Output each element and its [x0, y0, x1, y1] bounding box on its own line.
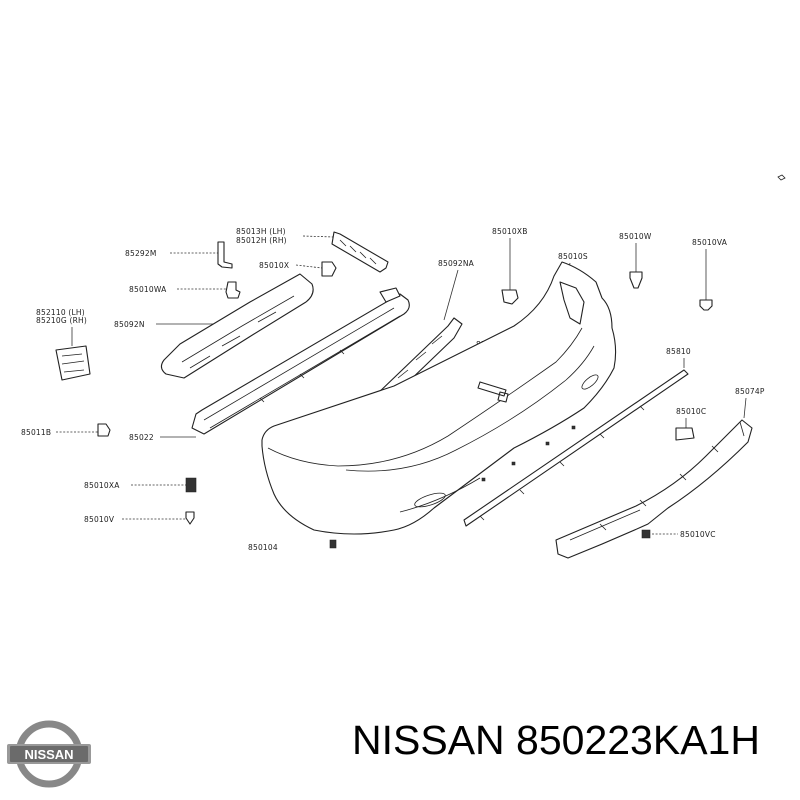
part-85010V-clip [185, 511, 195, 525]
leader-85092NA [443, 269, 459, 321]
label-85022: 85022 [129, 433, 154, 442]
part-850104-fastener [329, 539, 337, 549]
label-85010VC: 85010VC [680, 530, 716, 539]
part-85010W-clip [629, 271, 643, 289]
logo-text: NISSAN [24, 747, 73, 762]
part-85022-reflector-right [581, 374, 599, 390]
nissan-logo: NISSAN [7, 720, 91, 788]
part-85092N-detail [181, 295, 295, 369]
label-85010V: 85010V [84, 515, 115, 524]
corner-mark [777, 174, 786, 181]
part-85013H-detail [339, 239, 377, 265]
label-85092NA: 85092NA [438, 259, 475, 268]
part-85010X-clip [321, 261, 337, 277]
label-85210G: 85210G (RH) [36, 316, 87, 325]
label-85011B: 85011B [21, 428, 51, 437]
label-85012H: 85012H (RH) [236, 236, 287, 245]
part-85022-reinforcement [191, 293, 410, 435]
part-85210-bracket [55, 345, 91, 381]
label-85010XB: 85010XB [492, 227, 528, 236]
label-85292M: 85292M [125, 249, 157, 258]
part-85810-strip [463, 369, 689, 527]
part-85010S-bracket [559, 281, 585, 325]
part-85010C-bracket [675, 427, 695, 441]
label-85810: 85810 [666, 347, 691, 356]
part-85011B-fastener [97, 423, 111, 437]
part-85010VA-screw [699, 299, 713, 311]
label-850104: 850104 [248, 543, 278, 552]
part-85010VC-screw [641, 529, 651, 539]
part-85010WA-fastener [225, 281, 241, 299]
part-85022-sensors [481, 425, 576, 482]
leader-85010X [295, 264, 323, 269]
label-852110: 852110 (LH) [36, 308, 85, 317]
label-85010X: 85010X [259, 261, 289, 270]
label-85092N: 85092N [114, 320, 145, 329]
part-85292M-bracket [217, 241, 233, 269]
label-85010C: 85010C [676, 407, 706, 416]
label-85010WA: 85010WA [129, 285, 167, 294]
label-85010XA: 85010XA [84, 481, 120, 490]
part-85074P-detail [569, 421, 745, 541]
logo-bar-inner [10, 746, 88, 762]
label-85074P: 85074P [735, 387, 765, 396]
label-85010S: 85010S [558, 252, 588, 261]
leader-85074P [743, 397, 747, 419]
part-85074P-diffuser [555, 419, 753, 559]
label-85013H: 85013H (LH) [236, 227, 286, 236]
part-85022-fascia-lower [345, 345, 595, 513]
label-85010W: 85010W [619, 232, 652, 241]
part-85210-detail [61, 353, 85, 373]
part-85022-fascia-upper [267, 327, 583, 467]
part-85022-reflector-left [414, 492, 446, 508]
label-85010VA: 85010VA [692, 238, 728, 247]
part-85022-detail [203, 307, 401, 429]
part-85022-endcap [379, 287, 401, 303]
part-85810-detail [479, 405, 645, 521]
part-85010XA-clip [185, 477, 197, 493]
part-85010XB-clip [501, 289, 519, 305]
part-85011E-pin [477, 381, 509, 403]
leader-85013H [302, 235, 335, 238]
part-caption: NISSAN 850223KA1H [352, 717, 760, 763]
parts-diagram: 85013H (LH) 85012H (RH) 85292M 85010X 85… [21, 174, 786, 559]
